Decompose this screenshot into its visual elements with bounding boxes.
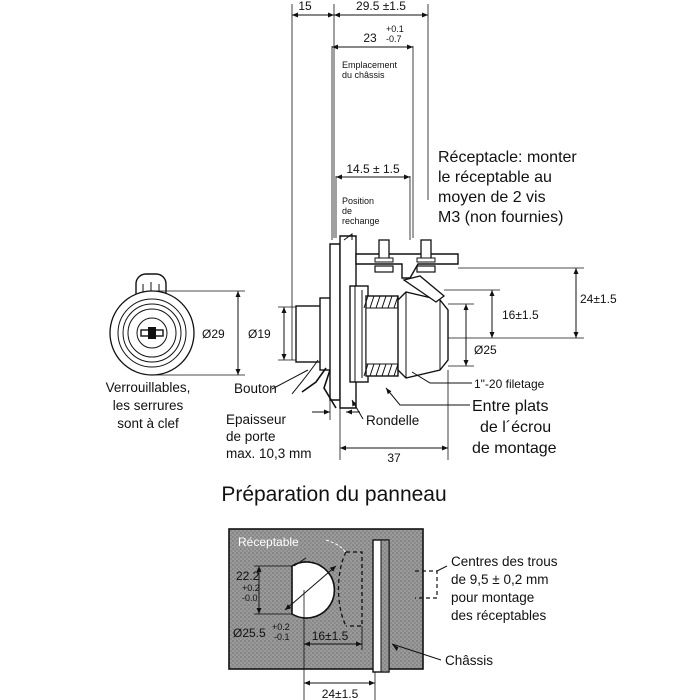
label-button: Bouton bbox=[234, 381, 277, 396]
label-dim-15: 15 bbox=[298, 0, 312, 13]
label-dim-29: Ø29 bbox=[202, 327, 225, 341]
label-dim-23-plus: +0.1 bbox=[386, 24, 404, 34]
door-edge-curve bbox=[301, 367, 327, 393]
side-view bbox=[109, 4, 584, 460]
label-dim-19: Ø19 bbox=[248, 327, 271, 341]
label-dim-16: 16±1.5 bbox=[502, 308, 539, 322]
label-holes-4: des réceptables bbox=[451, 608, 547, 623]
label-dim-25: Ø25 bbox=[474, 343, 497, 357]
label-panel-receptacle: Réceptable bbox=[238, 535, 299, 549]
label-flats-2: de l´écrou bbox=[480, 419, 551, 436]
label-panel-22-2-plus: +0.2 bbox=[242, 583, 260, 593]
label-dim-23: 23 bbox=[363, 31, 377, 45]
label-spare-3: rechange bbox=[342, 216, 380, 226]
label-flats-1: Entre plats bbox=[472, 398, 548, 415]
label-chassis-2: du châssis bbox=[342, 70, 385, 80]
screw-right bbox=[420, 239, 432, 261]
label-holes-1: Centres des trous bbox=[451, 554, 558, 569]
label-panel-25-5-minus: -0.1 bbox=[274, 632, 290, 642]
label-holes-2: de 9,5 ± 0,2 mm bbox=[451, 572, 548, 587]
leader-flats bbox=[385, 387, 470, 406]
label-lockable-3: sont à clef bbox=[117, 416, 179, 431]
label-flats-3: de montage bbox=[472, 440, 557, 457]
button-plug bbox=[295, 305, 323, 363]
label-chassis: Châssis bbox=[445, 653, 493, 668]
label-receptacle-2: le réceptable au bbox=[438, 169, 552, 186]
receptacle-spring bbox=[402, 275, 446, 303]
leader-button bbox=[271, 369, 309, 390]
lock-front-view bbox=[109, 273, 195, 376]
label-receptacle-3: moyen de 2 vis bbox=[438, 189, 546, 206]
holes-marker bbox=[415, 570, 438, 599]
label-door-1: Epaisseur bbox=[226, 412, 287, 427]
screw-left bbox=[378, 239, 390, 261]
label-panel-16: 16±1.5 bbox=[312, 629, 349, 643]
label-dim-24: 24±1.5 bbox=[580, 292, 617, 306]
label-washer: Rondelle bbox=[366, 413, 419, 428]
label-panel-22-2: 22.2 bbox=[236, 569, 260, 583]
label-panel-22-2-minus: -0.0 bbox=[242, 593, 258, 603]
label-dim-37: 37 bbox=[387, 451, 401, 465]
panel-prep-title: Préparation du panneau bbox=[221, 483, 446, 506]
label-door-3: max. 10,3 mm bbox=[226, 446, 312, 461]
label-thread: 1"-20 filetage bbox=[474, 377, 545, 391]
label-panel-25-5-plus: +0.2 bbox=[272, 622, 290, 632]
label-spare-1: Position bbox=[342, 196, 374, 206]
label-panel-24: 24±1.5 bbox=[322, 687, 359, 700]
label-dim-29-5: 29.5 ±1.5 bbox=[356, 0, 406, 13]
dim-line-25-5 bbox=[284, 565, 337, 611]
label-dim-23-minus: -0.7 bbox=[386, 34, 402, 44]
label-spare-2: de bbox=[342, 206, 352, 216]
label-lockable-1: Verrouillables, bbox=[106, 380, 191, 395]
label-dim-14-5: 14.5 ± 1.5 bbox=[346, 162, 400, 176]
receptacle-outline bbox=[346, 551, 363, 627]
label-panel-25-5: Ø25.5 bbox=[233, 626, 266, 640]
leader-thread bbox=[411, 371, 472, 384]
mounting-nut bbox=[349, 285, 369, 383]
label-receptacle-4: M3 (non fournies) bbox=[438, 209, 563, 226]
label-door-2: de porte bbox=[226, 429, 276, 444]
label-receptacle-1: Réceptacle: monter bbox=[438, 149, 577, 166]
label-holes-3: pour montage bbox=[451, 590, 534, 605]
lock-side-body bbox=[291, 233, 459, 409]
receptacle-bracket bbox=[355, 253, 459, 279]
panel-cutout-view bbox=[228, 528, 448, 700]
cam-body bbox=[397, 291, 449, 379]
label-chassis-1: Emplacement bbox=[342, 60, 398, 70]
label-lockable-2: les serrures bbox=[113, 398, 184, 413]
leader-chassis bbox=[391, 643, 442, 661]
door-panel bbox=[329, 243, 341, 401]
